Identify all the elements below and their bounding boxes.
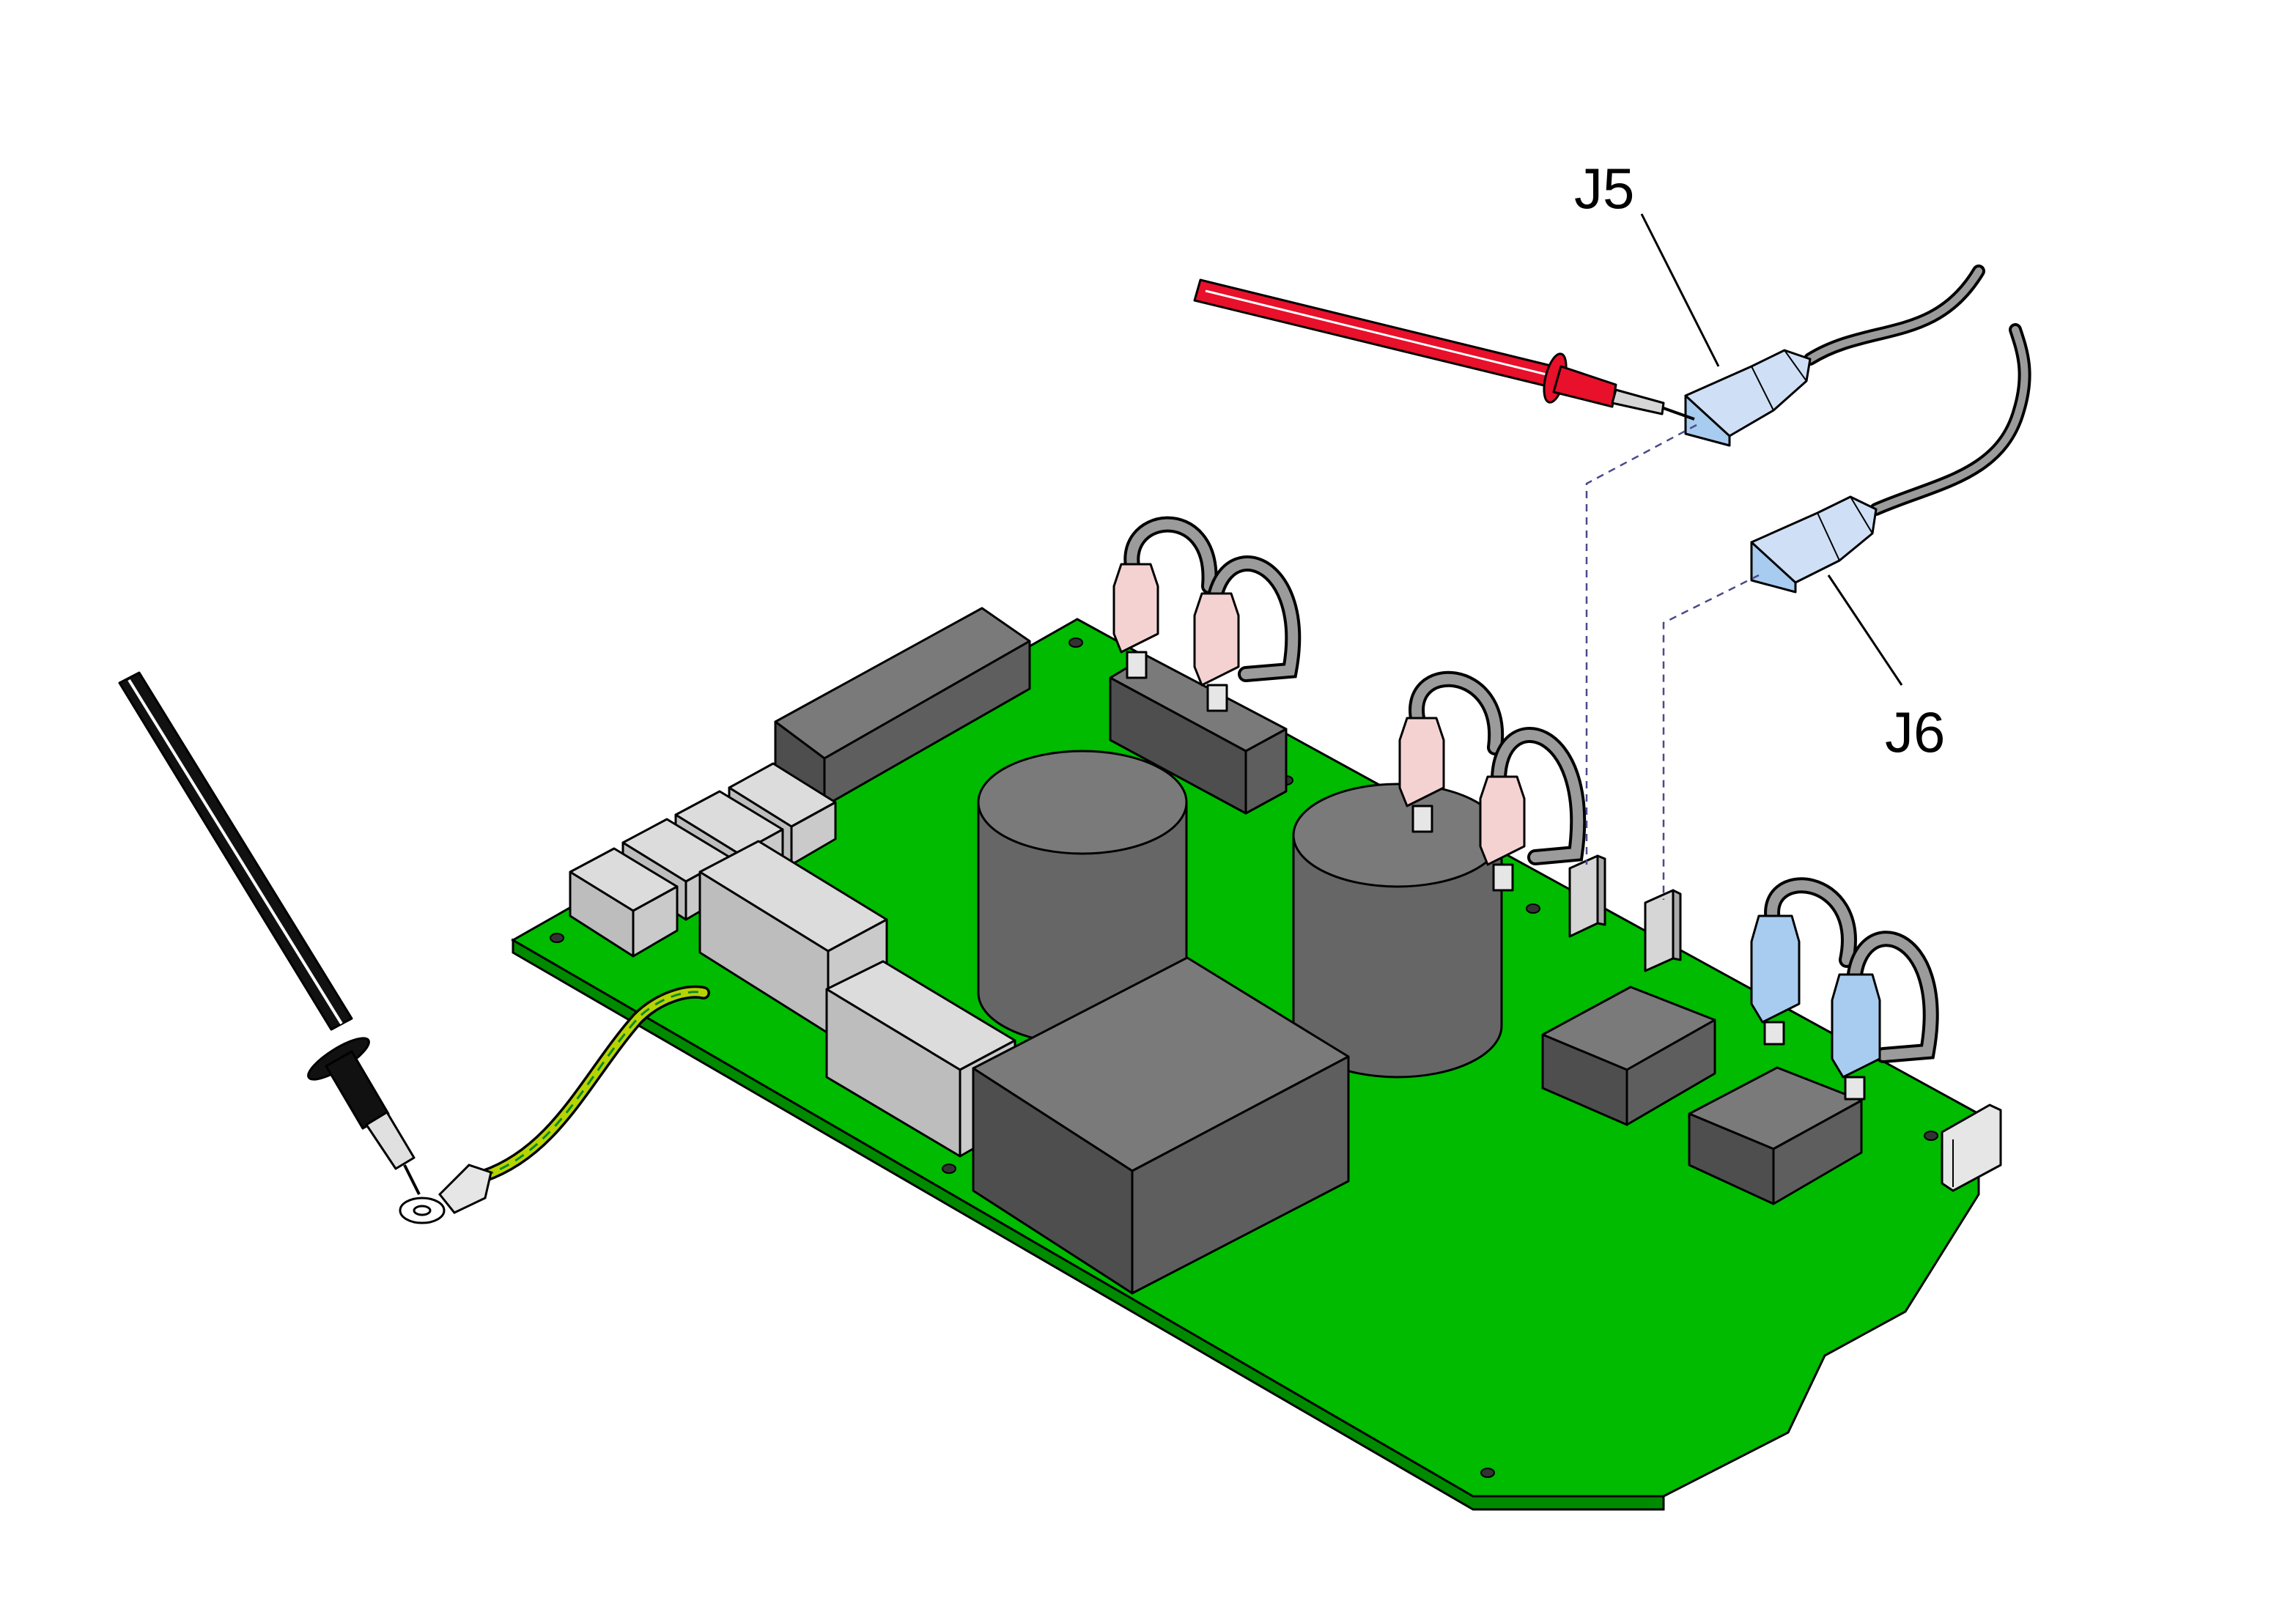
mounting-hole: [1480, 1468, 1495, 1478]
mounting-hole: [1068, 637, 1083, 648]
j6-leader-line: [1827, 574, 1903, 686]
capacitor-left: [977, 750, 1188, 1046]
pink-connector: [1193, 592, 1240, 712]
j5-connector: [1684, 349, 1812, 447]
j5-guide-line: [1585, 424, 1697, 865]
blue-connector: [1750, 914, 1801, 1046]
edge-connector: [1941, 1103, 2002, 1192]
mounting-hole: [1526, 903, 1540, 914]
black-test-probe-icon: [118, 671, 421, 1195]
callout-j5: J5: [1574, 156, 1635, 221]
callout-j6: J6: [1885, 700, 1946, 764]
pink-connector: [1479, 775, 1526, 892]
spade-connectors: [1112, 563, 1881, 1101]
mounting-hole: [942, 1164, 956, 1174]
j5-leader-line: [1640, 213, 1720, 367]
wire-loops: [1123, 516, 1939, 1063]
guide-lines: [1585, 424, 1760, 900]
ring-terminal-icon: [399, 1164, 492, 1224]
red-test-probe-icon: [1193, 278, 1695, 421]
relay-right-2: [1688, 1066, 1863, 1205]
j6-connector: [1750, 495, 1878, 594]
capacitor-right: [1292, 783, 1503, 1079]
pink-connector: [1398, 717, 1445, 833]
relay-large: [774, 607, 1031, 807]
relay-right-1: [1541, 986, 1716, 1126]
cables: [1804, 265, 2031, 516]
relay-small-top: [1109, 654, 1288, 815]
transformer: [972, 956, 1350, 1295]
ground-wire: [477, 985, 710, 1183]
mounting-hole: [1924, 1131, 1938, 1141]
leader-lines: [1640, 213, 1903, 686]
mounting-hole: [550, 933, 564, 943]
j6-guide-line: [1662, 574, 1760, 900]
light-block-4: [569, 847, 679, 958]
tab-j5: [1568, 854, 1606, 938]
components: [569, 607, 2002, 1295]
blue-connector: [1831, 973, 1881, 1101]
tab-j6: [1644, 889, 1682, 972]
pink-connector: [1112, 563, 1159, 679]
